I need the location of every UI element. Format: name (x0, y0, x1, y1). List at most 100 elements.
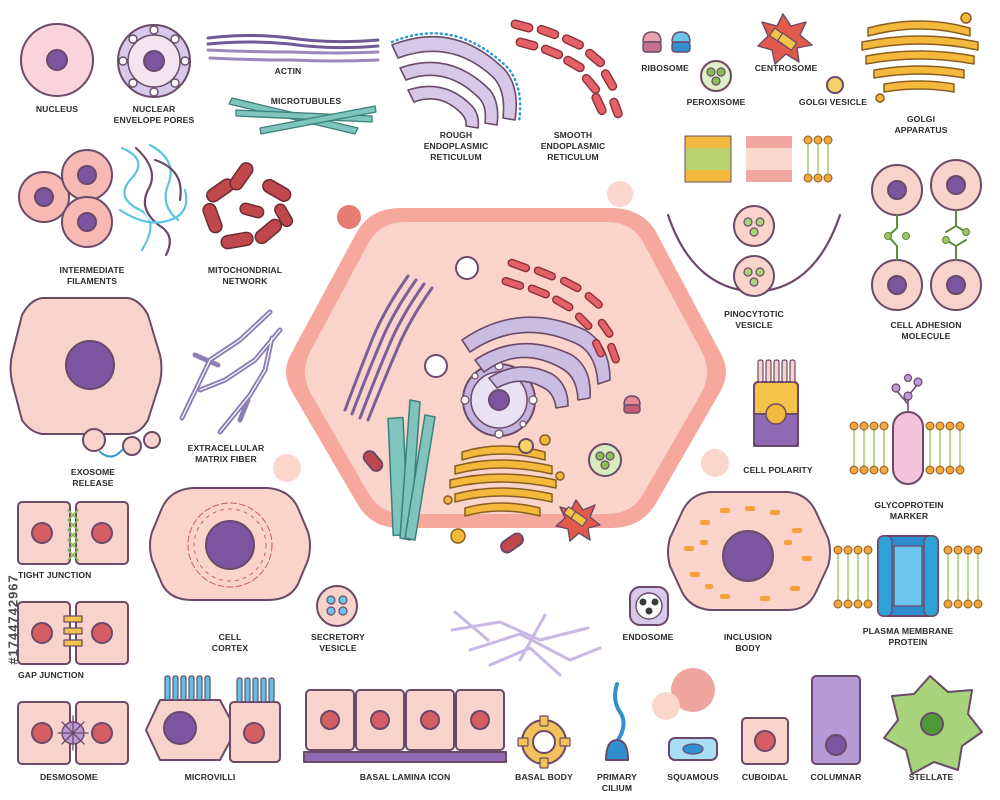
basal-body-icon (517, 715, 571, 769)
central-ribosome (623, 395, 641, 414)
label-line: GAP JUNCTION (18, 670, 84, 680)
label-line: GLYCOPROTEIN (874, 500, 944, 510)
ribosome-icon (642, 31, 691, 53)
label-line: SMOOTH (553, 130, 593, 140)
label-line: MITOCHONDRIAL (207, 265, 283, 275)
cuboidal-icon (741, 717, 789, 765)
extracellular-matrix-fiber-icon-inner (181, 311, 281, 433)
decor-dot (607, 181, 633, 207)
central-peroxisome (588, 443, 622, 477)
label-cell-polarity: CELL POLARITY (708, 465, 848, 476)
label-actin: ACTIN (218, 66, 358, 77)
label-centrosome: CENTROSOME (716, 63, 856, 74)
label-line: VESICLE (319, 643, 357, 653)
label-line: PROTEIN (888, 637, 928, 647)
rough-er-ribosome-dots (390, 32, 522, 124)
label-line: GOLGI (906, 114, 936, 124)
label-line: ACTIN (274, 66, 302, 76)
desmosome-icon (17, 701, 129, 765)
label-line: BASAL LAMINA ICON (359, 772, 451, 782)
smooth-er-icon (510, 19, 623, 119)
decor-dot (701, 449, 729, 477)
microvilli-icon (145, 675, 281, 763)
label-line: BODY (735, 643, 761, 653)
label-line: ENDOSOME (622, 632, 674, 642)
cell-adhesion-molecule-icon (871, 159, 982, 311)
label-microtubules: MICROTUBULES (236, 96, 376, 107)
central-mitochondrion (500, 532, 524, 554)
basal-lamina-icon (303, 689, 507, 763)
peroxisome-icon (700, 60, 732, 92)
primary-cilium-icon (605, 682, 629, 761)
label-line: ENDOPLASMIC (540, 141, 606, 151)
secretory-vesicle-icon (316, 585, 358, 627)
label-line: FILAMENTS (66, 276, 118, 286)
label-desmosome: DESMOSOME (40, 772, 150, 783)
label-line: ENVELOPE PORES (113, 115, 195, 125)
ecm-lavender-fibers (450, 610, 602, 677)
label-basal-body: BASAL BODY (474, 772, 614, 783)
label-nucleus: NUCLEUS (0, 104, 127, 115)
label-line: TIGHT JUNCTION (18, 570, 92, 580)
decor-dot (652, 692, 680, 720)
central-vesicle (424, 354, 448, 378)
label-line: NUCLEAR (132, 104, 176, 114)
label-line: RETICULUM (430, 152, 482, 162)
label-golgi-vesicle: GOLGI VESICLE (763, 97, 903, 108)
label-line: EXOSOME (70, 467, 116, 477)
central-smooth-er (501, 258, 620, 364)
label-line: CENTROSOME (754, 63, 818, 73)
label-stellate: STELLATE (861, 772, 1000, 783)
plasma-membrane-protein-icon (833, 535, 983, 617)
gap-junction-icon (17, 601, 129, 665)
inclusion-body-icon (667, 491, 831, 611)
label-line: STELLATE (908, 772, 954, 782)
stellate-icon (883, 675, 983, 775)
label-line: VESICLE (735, 320, 773, 330)
cell-cortex-icon (149, 487, 311, 601)
label-line: CILIUM (601, 783, 633, 793)
label-line: MARKER (889, 511, 929, 521)
glycoprotein-marker-icon (849, 373, 965, 485)
label-line: BASAL BODY (515, 772, 573, 782)
label-line: MICROVILLI (184, 772, 236, 782)
squamous-icon (668, 737, 718, 761)
label-line: CELL ADHESION (890, 320, 962, 330)
label-line: PRIMARY (596, 772, 637, 782)
central-vesicle (455, 256, 479, 280)
golgi-vesicle-icon (826, 76, 844, 94)
label-line: PLASMA MEMBRANE (862, 626, 954, 636)
label-peroxisome: PEROXISOME (646, 97, 786, 108)
label-line: ROUGH (439, 130, 473, 140)
label-line: DESMOSOME (40, 772, 98, 782)
label-line: INCLUSION (723, 632, 773, 642)
central-rough-er (461, 316, 611, 409)
centrosome-icon (757, 13, 813, 65)
rough-er-icon (391, 35, 518, 129)
label-microvilli: MICROVILLI (140, 772, 280, 783)
label-line: EXTRACELLULAR (187, 443, 265, 453)
pinocytotic-vesicle-icon (666, 205, 842, 297)
cell-polarity-icon (753, 359, 799, 447)
label-line: RETICULUM (547, 152, 599, 162)
decor-dot (273, 454, 301, 482)
golgi-apparatus-icon (861, 12, 979, 103)
label-line: NUCLEUS (35, 104, 79, 114)
label-line: NETWORK (222, 276, 268, 286)
label-line: ENDOPLASMIC (423, 141, 489, 151)
nuclear-envelope-pores-icon (117, 24, 191, 98)
label-ribosome: RIBOSOME (595, 63, 735, 74)
label-line: CORTEX (211, 643, 249, 653)
